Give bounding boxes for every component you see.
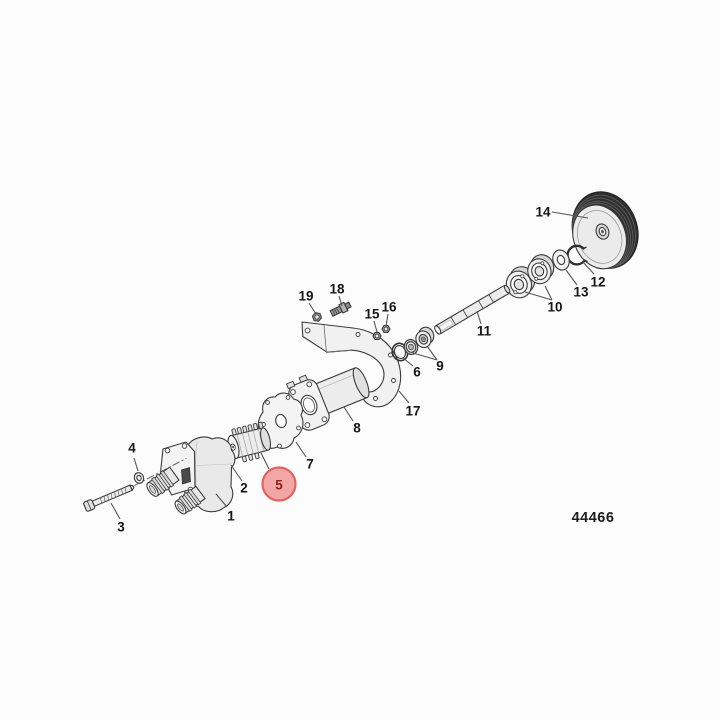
leader-line — [373, 320, 378, 333]
callout-number-10[interactable]: 10 — [547, 300, 562, 315]
leader-line — [133, 457, 139, 472]
leader-line — [398, 390, 410, 404]
highlight-circle[interactable] — [261, 466, 297, 502]
callout-number-4[interactable]: 4 — [128, 441, 136, 456]
leader-line — [343, 406, 354, 422]
diagram-artwork — [83, 191, 639, 515]
callout-3-bolt[interactable]: 3 — [110, 502, 125, 535]
callout-number-13[interactable]: 13 — [573, 285, 589, 300]
leader-line — [426, 345, 438, 361]
callout-18-fitting[interactable]: 18 — [329, 282, 345, 307]
callout-11-shaft[interactable]: 11 — [476, 310, 492, 339]
part-13-washer — [552, 249, 570, 271]
part-11-shaft — [434, 284, 511, 335]
part-7-wear-plate — [257, 392, 304, 449]
callout-number-1[interactable]: 1 — [227, 509, 235, 524]
callout-1-pump-housing[interactable]: 1 — [215, 493, 235, 524]
leader-line — [295, 441, 307, 458]
callout-9-seals[interactable]: 9 — [412, 345, 444, 374]
leader-line — [260, 452, 270, 470]
callout-2-o-ring[interactable]: 2 — [230, 464, 248, 496]
callout-number-11[interactable]: 11 — [477, 324, 492, 339]
leader-line — [582, 261, 595, 275]
part-15-nut — [372, 331, 382, 341]
callout-number-6[interactable]: 6 — [413, 365, 421, 380]
part-14-pulley — [571, 191, 639, 270]
callout-16-nut[interactable]: 16 — [381, 300, 397, 327]
callout-17-bracket[interactable]: 17 — [398, 390, 421, 419]
leader-line — [402, 357, 414, 367]
callout-number-8[interactable]: 8 — [353, 421, 361, 436]
callout-number-3[interactable]: 3 — [117, 520, 125, 535]
callout-7-wear-plate[interactable]: 7 — [295, 441, 314, 472]
leader-line — [551, 211, 589, 219]
callout-8-pump-body[interactable]: 8 — [343, 406, 361, 436]
callout-number-12[interactable]: 12 — [590, 275, 605, 290]
leader-line — [308, 302, 317, 315]
callout-number-18[interactable]: 18 — [329, 282, 345, 297]
part-19-nut — [311, 312, 323, 322]
leader-line — [338, 295, 343, 307]
part-16-nut — [381, 324, 391, 334]
callout-15-nut[interactable]: 15 — [364, 307, 380, 333]
part-9-seals — [403, 326, 435, 356]
callout-number-14[interactable]: 14 — [535, 205, 551, 220]
leader-line — [385, 313, 389, 327]
part-5-impeller — [227, 421, 272, 463]
callout-number-2[interactable]: 2 — [240, 481, 248, 496]
callout-number-15[interactable]: 15 — [364, 307, 380, 322]
drawing-number: 44466 — [572, 510, 615, 526]
leader-line — [524, 291, 553, 301]
callout-number-7[interactable]: 7 — [306, 457, 314, 472]
callout-12-snap-ring[interactable]: 12 — [582, 261, 606, 290]
part-1-pump-housing — [146, 436, 236, 515]
callout-number-19[interactable]: 19 — [298, 289, 313, 304]
leader-line — [412, 352, 438, 361]
leader-line — [544, 285, 553, 301]
callout-19-nut[interactable]: 19 — [298, 289, 317, 315]
leader-line — [110, 502, 121, 520]
callout-4-washer[interactable]: 4 — [128, 441, 139, 472]
callout-number-5[interactable]: 5 — [275, 478, 283, 493]
leader-line — [230, 464, 243, 482]
leader-line — [565, 269, 578, 286]
leader-line — [476, 310, 482, 325]
part-4-washer — [133, 472, 145, 484]
leader-line — [215, 493, 228, 508]
part-10-bearings — [505, 254, 555, 299]
callout-6-o-ring[interactable]: 6 — [402, 357, 421, 380]
callout-10-bearings[interactable]: 10 — [524, 285, 563, 315]
callout-number-17[interactable]: 17 — [405, 404, 420, 419]
callout-13-washer[interactable]: 13 — [565, 269, 589, 300]
callout-14-pulley[interactable]: 14 — [535, 205, 589, 220]
callout-5-impeller[interactable]: 5 — [260, 452, 297, 502]
callout-number-16[interactable]: 16 — [381, 300, 397, 315]
part-3-bolt — [83, 484, 135, 512]
callout-number-9[interactable]: 9 — [436, 359, 444, 374]
